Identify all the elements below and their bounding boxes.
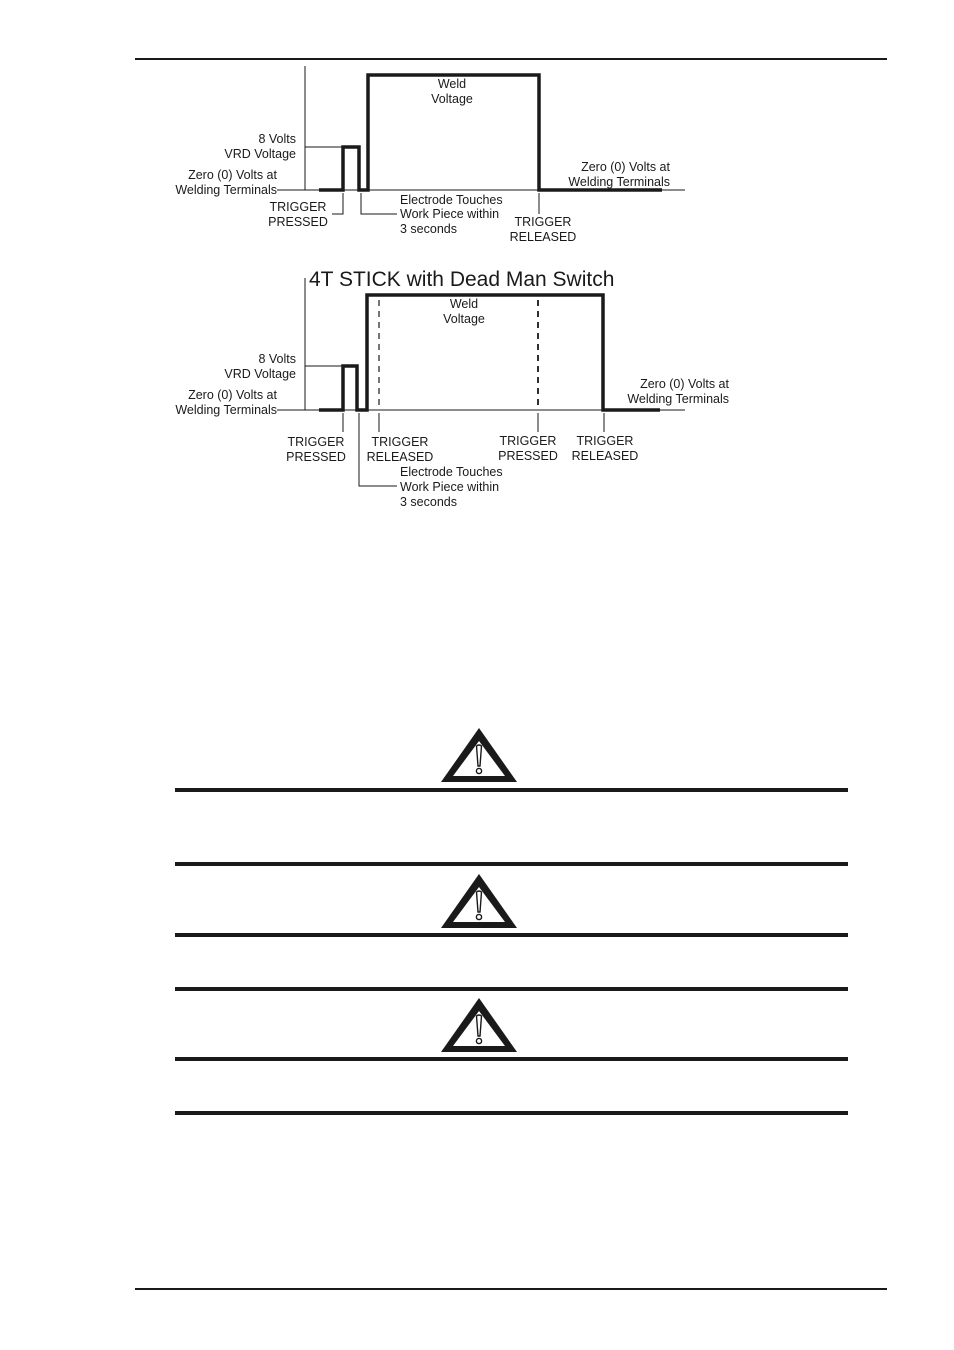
trigger-released-label: TRIGGER	[577, 434, 634, 448]
warning-triangle-icon	[441, 998, 517, 1052]
electrode-touches-label: Electrode Touches	[400, 193, 503, 207]
zero-volts-left-label: Zero (0) Volts at	[188, 168, 277, 182]
electrode-touches-label: 3 seconds	[400, 222, 457, 236]
warning-rule-bottom	[175, 1057, 848, 1061]
voltage-waveform	[319, 293, 660, 412]
warning-triangle-icon	[441, 728, 517, 782]
warning-triangle-icon	[441, 874, 517, 928]
trigger-pressed-label: PRESSED	[498, 449, 558, 463]
warning-rule-end	[175, 1111, 848, 1115]
zero-volts-right-label: Zero (0) Volts at	[581, 160, 670, 174]
zero-volts-left-label: Welding Terminals	[175, 183, 277, 197]
electrode-touches-label: 3 seconds	[400, 495, 457, 509]
zero-volts-right-label: Welding Terminals	[568, 175, 670, 189]
trigger-released-label: RELEASED	[572, 449, 639, 463]
trigger-released-label: RELEASED	[510, 230, 577, 244]
trigger-released-label: TRIGGER	[515, 215, 572, 229]
weld-voltage-label: Voltage	[431, 92, 473, 106]
zero-volts-right-label: Welding Terminals	[627, 392, 729, 406]
electrode-touches-label: Work Piece within	[400, 207, 499, 221]
vrd-voltage-label: VRD Voltage	[224, 367, 296, 381]
zero-volts-left-label: Zero (0) Volts at	[188, 388, 277, 402]
trigger-pressed-label: PRESSED	[268, 215, 328, 229]
trigger-released-label: RELEASED	[367, 450, 434, 464]
timing-diagram-2t: Weld Voltage 8 Volts VRD Voltage Zero (0…	[175, 66, 685, 244]
trigger-released-label: TRIGGER	[372, 435, 429, 449]
weld-voltage-label: Voltage	[443, 312, 485, 326]
electrode-touches-label: Work Piece within	[400, 480, 499, 494]
diagram-title: 4T STICK with Dead Man Switch	[309, 268, 614, 291]
zero-volts-left-label: Welding Terminals	[175, 403, 277, 417]
trigger-pressed-label: TRIGGER	[500, 434, 557, 448]
vrd-voltage-label: VRD Voltage	[224, 147, 296, 161]
warning-rule-top	[175, 987, 848, 991]
warning-rule-bottom	[175, 862, 848, 866]
footer-rule	[135, 1288, 887, 1290]
zero-volts-right-label: Zero (0) Volts at	[640, 377, 729, 391]
trigger-pressed-label: TRIGGER	[270, 200, 327, 214]
warning-rule-bottom	[175, 933, 848, 937]
trigger-pressed-label: PRESSED	[286, 450, 346, 464]
vrd-voltage-label: 8 Volts	[258, 352, 296, 366]
header-rule	[135, 58, 887, 60]
trigger-pressed-label: TRIGGER	[288, 435, 345, 449]
vrd-voltage-label: 8 Volts	[258, 132, 296, 146]
voltage-waveform	[319, 73, 662, 192]
warning-rule-top	[175, 788, 848, 792]
electrode-touches-label: Electrode Touches	[400, 465, 503, 479]
timing-diagram-4t: 4T STICK with Dead Man Switch Weld Volta…	[175, 268, 729, 509]
weld-voltage-label: Weld	[450, 297, 478, 311]
weld-voltage-label: Weld	[438, 77, 466, 91]
